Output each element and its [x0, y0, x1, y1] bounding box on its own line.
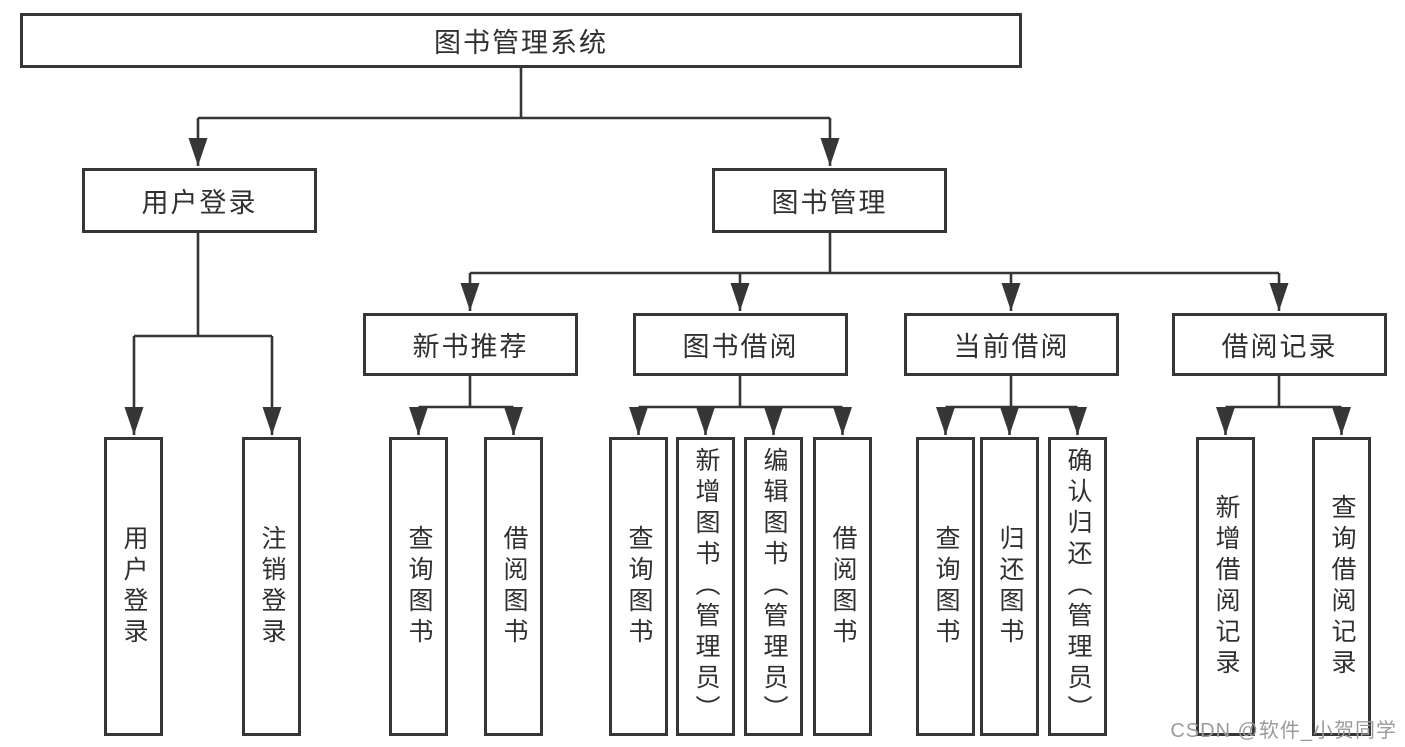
node-label: 当前借阅	[953, 332, 1070, 362]
leaf-current-confirm-return-admin: 确认归还（管理员）	[1048, 437, 1107, 736]
leaf-logout: 注销登录	[242, 437, 301, 736]
node-user-login: 用户登录	[82, 168, 317, 233]
wires-book-borrowing	[629, 376, 852, 435]
leaf-label: 借阅图书	[829, 524, 857, 649]
leaf-current-query-books: 查询图书	[916, 437, 975, 736]
leaf-label: 查询图书	[405, 524, 433, 649]
leaf-label: 用户登录	[120, 524, 148, 649]
leaf-label: 借阅图书	[500, 524, 528, 649]
node-borrowing-records: 借阅记录	[1172, 313, 1387, 376]
leaf-user-login: 用户登录	[104, 437, 163, 736]
node-label: 图书借阅	[682, 332, 799, 362]
leaf-newbook-query-books: 查询图书	[389, 437, 448, 736]
leaf-borrowing-add-books-admin: 新增图书（管理员）	[676, 437, 735, 736]
leaf-label: 查询图书	[625, 524, 653, 649]
watermark-text: CSDN @软件_小贺同学	[1170, 720, 1397, 742]
leaf-current-return-books: 归还图书	[980, 437, 1039, 736]
wires-borrowing-records	[1216, 376, 1351, 435]
node-library-management-system: 图书管理系统	[20, 13, 1022, 68]
leaf-label: 查询图书	[932, 524, 960, 649]
node-label: 新书推荐	[412, 332, 529, 362]
node-current-borrowing: 当前借阅	[904, 313, 1119, 376]
node-book-borrowing: 图书借阅	[633, 313, 848, 376]
wires-user-login	[124, 233, 282, 435]
leaf-label: 注销登录	[258, 524, 286, 649]
leaf-records-query-borrow-record: 查询借阅记录	[1312, 437, 1371, 736]
leaf-label: 归还图书	[996, 524, 1024, 649]
wires-root	[188, 68, 840, 166]
wires-new-book-recommendation	[409, 376, 523, 435]
leaf-label: 新增借阅记录	[1212, 493, 1240, 680]
leaf-label: 确认归还（管理员）	[1064, 447, 1092, 726]
leaf-label: 编辑图书（管理员）	[760, 447, 788, 726]
node-label: 图书管理	[771, 188, 888, 218]
leaf-borrowing-borrow-books: 借阅图书	[813, 437, 872, 736]
node-label: 图书管理系统	[434, 28, 608, 58]
node-label: 用户登录	[141, 188, 258, 218]
node-new-book-recommendation: 新书推荐	[363, 313, 578, 376]
leaf-newbook-borrow-books: 借阅图书	[484, 437, 543, 736]
node-book-management: 图书管理	[712, 168, 947, 233]
leaf-label: 新增图书（管理员）	[692, 447, 720, 726]
leaf-label: 查询借阅记录	[1328, 493, 1356, 680]
leaf-records-add-borrow-record: 新增借阅记录	[1196, 437, 1255, 736]
wires-current-borrowing	[936, 376, 1087, 435]
leaf-borrowing-query-books: 查询图书	[609, 437, 668, 736]
wires-book-management	[460, 233, 1289, 311]
leaf-borrowing-edit-books-admin: 编辑图书（管理员）	[744, 437, 803, 736]
node-label: 借阅记录	[1221, 332, 1338, 362]
